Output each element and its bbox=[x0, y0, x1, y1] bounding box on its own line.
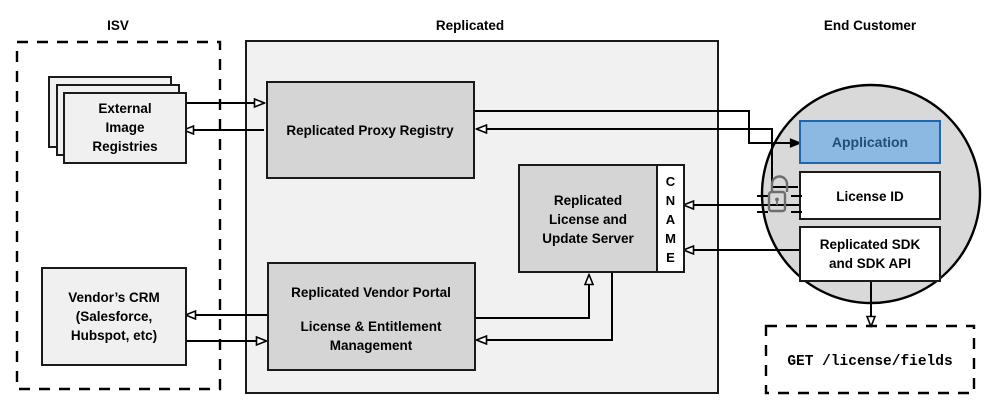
unlocked-padlock-icon bbox=[757, 175, 802, 213]
replicated-sdk-label-line-2: and SDK API bbox=[829, 256, 911, 271]
api-call-label: GET /license/fields bbox=[787, 354, 952, 370]
vendors-crm-box bbox=[41, 267, 187, 366]
node-replicated-proxy-registry[interactable]: Replicated Proxy Registry bbox=[266, 81, 475, 179]
zone-label-end-customer: End Customer bbox=[824, 18, 917, 33]
padlock-keyhole bbox=[775, 197, 779, 202]
padlock-body bbox=[767, 190, 787, 213]
vendors-crm-label-line-2: (Salesforce, bbox=[76, 309, 153, 324]
cname-letter-e: E bbox=[666, 250, 675, 265]
node-api-call[interactable]: GET /license/fields bbox=[764, 324, 976, 395]
proxy-registry-label: Replicated Proxy Registry bbox=[286, 123, 454, 138]
vendors-crm-label-line-3: Hubspot, etc) bbox=[71, 328, 157, 343]
edge-vendor-portal-to-license-server bbox=[474, 275, 589, 319]
registries-label-line-2: Image bbox=[105, 120, 145, 135]
proxy-registry-box bbox=[266, 81, 475, 179]
zone-label-replicated: Replicated bbox=[436, 18, 504, 33]
node-replicated-vendor-portal[interactable]: Replicated Vendor Portal License & Entit… bbox=[267, 262, 476, 371]
registries-label-line-1: External bbox=[98, 101, 151, 116]
node-vendors-crm[interactable]: Vendor’s CRM (Salesforce, Hubspot, etc) bbox=[41, 267, 187, 366]
node-license-id[interactable]: License ID bbox=[799, 171, 941, 220]
zone-isv-boundary bbox=[15, 40, 222, 391]
node-license-update-server[interactable]: Replicated License and Update Server bbox=[518, 164, 658, 273]
edge-proxy-to-application bbox=[474, 110, 800, 143]
padlock-shackle bbox=[770, 175, 789, 192]
replicated-sdk-box bbox=[799, 226, 941, 282]
cname-letter-a: A bbox=[666, 212, 676, 227]
vendor-portal-label-line-2: License & Entitlement bbox=[300, 319, 442, 334]
vendor-portal-label-line-1: Replicated Vendor Portal bbox=[291, 285, 451, 300]
vendor-portal-box bbox=[267, 262, 476, 371]
license-server-label-line-2: License and bbox=[549, 212, 627, 227]
zone-label-isv: ISV bbox=[107, 18, 129, 33]
edge-license-server-to-vendor-portal bbox=[477, 272, 613, 340]
api-call-box bbox=[764, 324, 976, 395]
license-update-server-box bbox=[518, 164, 658, 273]
registries-stack-front bbox=[63, 92, 187, 164]
cname-box bbox=[656, 164, 685, 273]
license-id-label: License ID bbox=[836, 189, 904, 204]
vendors-crm-label-line-1: Vendor’s CRM bbox=[68, 290, 160, 305]
license-server-label-line-1: Replicated bbox=[554, 193, 622, 208]
cname-letter-m: M bbox=[665, 231, 676, 246]
node-replicated-sdk[interactable]: Replicated SDK and SDK API bbox=[799, 226, 941, 282]
vendor-portal-label-line-3: Management bbox=[330, 338, 413, 353]
cname-letter-n: N bbox=[666, 193, 675, 208]
cname-letter-c: C bbox=[666, 174, 676, 189]
node-cname-strip[interactable]: C N A M E bbox=[656, 164, 685, 273]
node-external-image-registries[interactable]: External Image Registries bbox=[48, 76, 187, 164]
application-label: Application bbox=[832, 134, 908, 150]
license-server-label-line-3: Update Server bbox=[542, 231, 634, 246]
registries-label-line-3: Registries bbox=[92, 139, 157, 154]
replicated-sdk-label-line-1: Replicated SDK bbox=[820, 237, 921, 252]
license-id-box bbox=[799, 171, 941, 220]
edge-application-to-proxy bbox=[477, 129, 798, 188]
edge-layer bbox=[182, 103, 871, 341]
application-box bbox=[799, 120, 941, 164]
node-application[interactable]: Application bbox=[799, 120, 941, 164]
